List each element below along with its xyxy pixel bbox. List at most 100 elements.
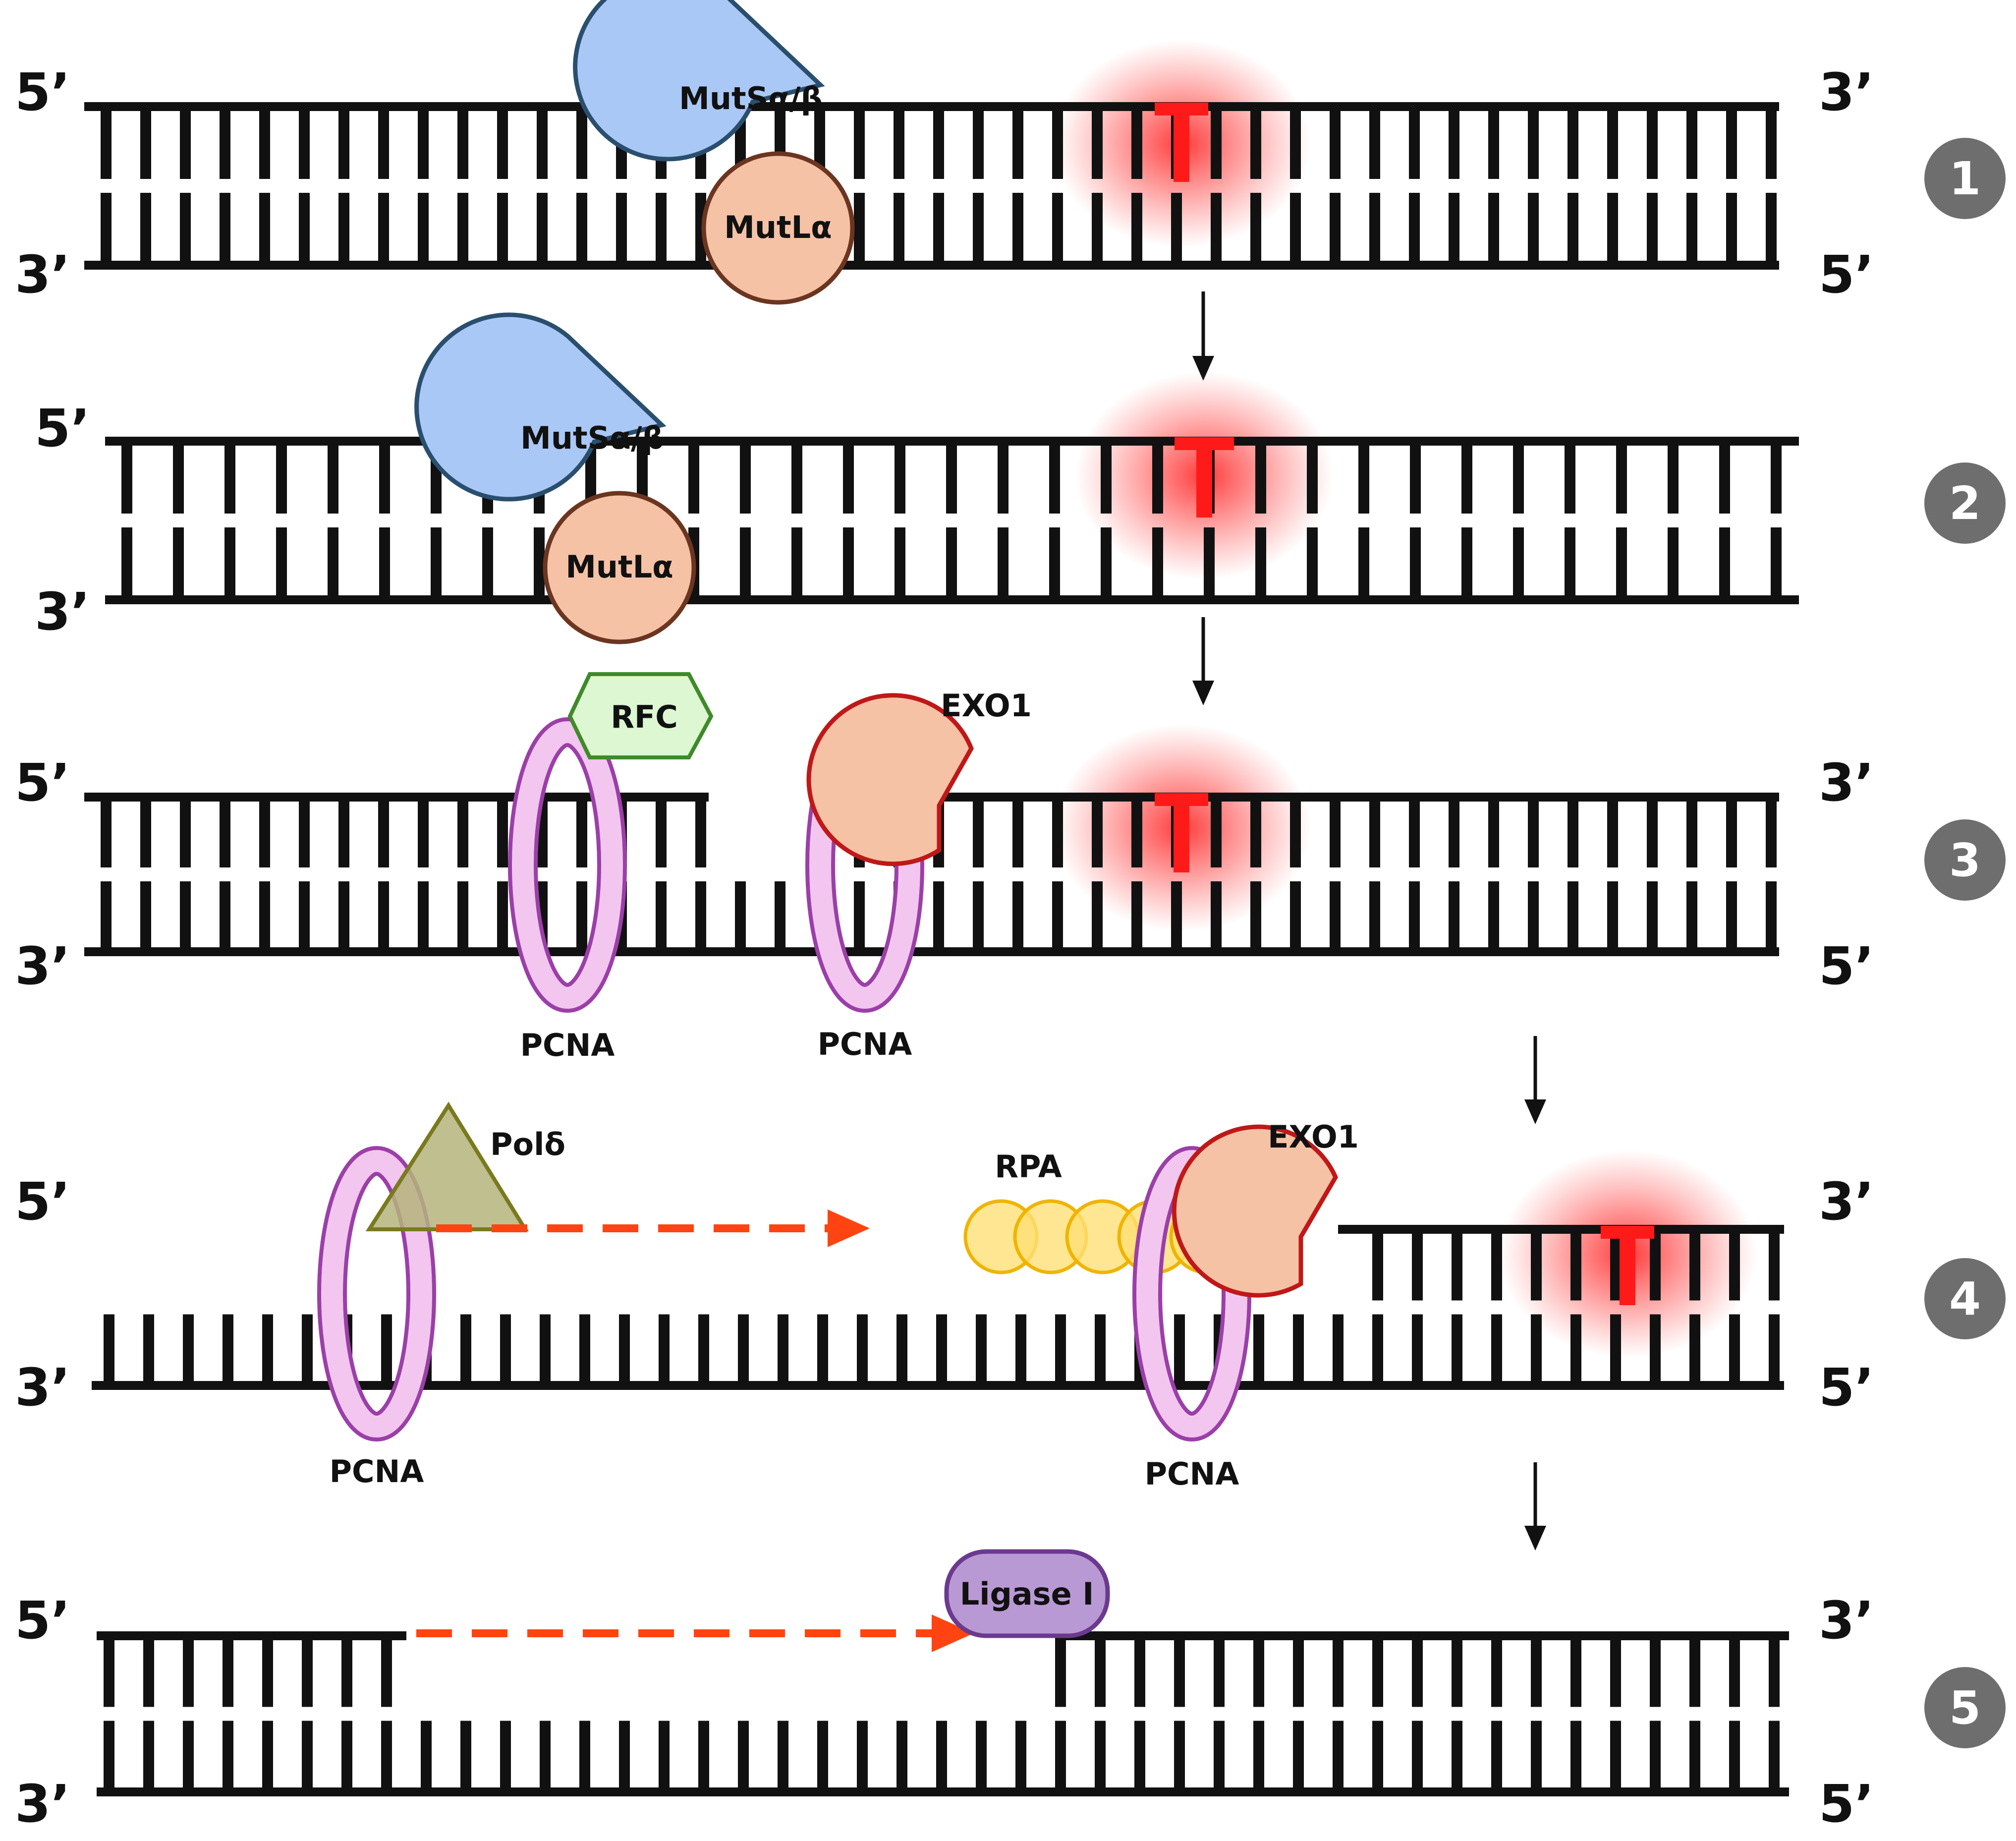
bottom-base-rung — [1491, 1314, 1502, 1385]
bottom-base-rung — [1214, 1721, 1225, 1792]
top-base-rung — [101, 107, 112, 179]
top-base-rung — [1409, 107, 1420, 179]
mutL-label: MutLα — [565, 549, 673, 585]
step-number: 1 — [1949, 152, 1981, 205]
dna-duplex — [97, 1631, 1789, 1796]
top-base-rung — [140, 797, 151, 867]
top-base-rung — [183, 1636, 194, 1707]
top-base-rung — [695, 797, 706, 867]
top-base-rung — [1049, 441, 1060, 514]
top-base-rung — [1616, 441, 1627, 514]
bottom-base-rung — [1204, 527, 1215, 600]
bottom-base-rung — [1766, 881, 1777, 952]
step-1: 5’ 3’ 3’ 5’ MutSα/β MutLα 1 — [15, 0, 2006, 381]
mutL-label: MutLα — [724, 209, 832, 245]
top-base-rung — [1686, 797, 1697, 867]
bottom-base-rung — [1528, 193, 1539, 265]
top-base-rung — [101, 797, 112, 867]
top-base-rung — [1531, 1636, 1542, 1707]
pol-delta-label: Polδ — [490, 1126, 565, 1162]
bottom-base-rung — [460, 1314, 471, 1385]
bottom-base-rung — [1412, 1314, 1423, 1385]
bottom-base-rung — [1174, 1314, 1185, 1385]
bottom-base-rung — [619, 1721, 630, 1792]
bottom-base-rung — [894, 193, 904, 265]
top-base-rung — [1253, 1636, 1264, 1707]
top-base-rung — [946, 441, 957, 514]
bottom-base-rung — [1616, 527, 1627, 600]
top-base-rung — [894, 107, 904, 179]
bottom-base-rung — [180, 193, 191, 265]
bottom-base-rung — [183, 1314, 194, 1385]
top-base-rung — [180, 107, 191, 179]
top-base-rung — [1369, 797, 1380, 867]
top-base-rung — [220, 797, 230, 867]
top-strand-backbone — [97, 1631, 406, 1640]
bottom-base-rung — [381, 1721, 392, 1792]
bottom-base-rung — [656, 193, 667, 265]
bottom-base-rung — [500, 1314, 511, 1385]
top-base-rung — [973, 797, 984, 867]
bottom-base-rung — [1092, 193, 1103, 265]
mismatch-base — [1174, 805, 1189, 872]
top-base-rung — [1211, 797, 1222, 867]
bottom-base-rung — [378, 193, 389, 265]
top-strand-backbone — [84, 793, 709, 802]
bottom-base-rung — [1012, 881, 1023, 952]
bottom-base-rung — [735, 881, 746, 952]
bottom-base-rung — [1290, 881, 1301, 952]
strand-label-3prime: 3’ — [1819, 752, 1874, 813]
top-base-rung — [576, 797, 587, 867]
bottom-base-rung — [1369, 193, 1380, 265]
top-base-rung — [791, 441, 802, 514]
strand-label-3prime: 3’ — [15, 244, 70, 305]
bottom-base-rung — [1528, 881, 1539, 952]
bottom-base-rung — [738, 1721, 749, 1792]
top-base-rung — [1211, 107, 1222, 179]
bottom-base-rung — [1052, 193, 1063, 265]
bottom-base-rung — [1211, 881, 1222, 952]
step-badge — [1924, 1258, 2006, 1339]
bottom-base-rung — [299, 193, 310, 265]
top-base-rung — [1610, 1636, 1621, 1707]
top-base-rung — [1686, 107, 1697, 179]
mismatch-base-cap — [1155, 793, 1208, 806]
down-arrow — [1524, 1036, 1546, 1124]
top-base-rung — [173, 441, 184, 514]
mutS-protein — [573, 0, 825, 162]
top-base-rung — [143, 1636, 154, 1707]
top-base-rung — [1528, 797, 1539, 867]
strand-label-3prime: 3’ — [15, 1774, 70, 1834]
top-base-rung — [1012, 107, 1023, 179]
top-base-rung — [1372, 1229, 1383, 1301]
bottom-base-rung — [1726, 193, 1737, 265]
top-base-rung — [656, 797, 667, 867]
bottom-base-rung — [778, 1314, 788, 1385]
bottom-base-rung — [1491, 1721, 1502, 1792]
bottom-base-rung — [1452, 1314, 1462, 1385]
bottom-base-rung — [616, 193, 627, 265]
bottom-base-rung — [421, 1721, 432, 1792]
bottom-base-rung — [1293, 1314, 1304, 1385]
bottom-base-rung — [101, 881, 112, 952]
top-base-rung — [1488, 797, 1499, 867]
strand-label-5prime: 5’ — [35, 398, 90, 459]
step-3: 5’ 3’ 3’ 5’ PCNA RFC PCNA EXO1 3 — [15, 672, 2006, 1124]
top-base-rung — [854, 107, 865, 179]
bottom-base-rung — [998, 527, 1008, 600]
bottom-base-rung — [1055, 1314, 1066, 1385]
bottom-base-rung — [220, 193, 230, 265]
bottom-base-rung — [457, 881, 468, 952]
bottom-base-rung — [738, 1314, 749, 1385]
bottom-base-rung — [338, 881, 349, 952]
bottom-base-rung — [220, 881, 230, 952]
top-base-rung — [1055, 1636, 1066, 1707]
bottom-base-rung — [140, 881, 151, 952]
bottom-base-rung — [778, 1721, 788, 1792]
top-base-rung — [379, 441, 390, 514]
pcna-label: PCNA — [818, 1026, 912, 1062]
top-base-rung — [1250, 797, 1261, 867]
bottom-base-rung — [1412, 1721, 1423, 1792]
step-number: 2 — [1949, 477, 1981, 530]
pcna-label: PCNA — [520, 1027, 615, 1063]
